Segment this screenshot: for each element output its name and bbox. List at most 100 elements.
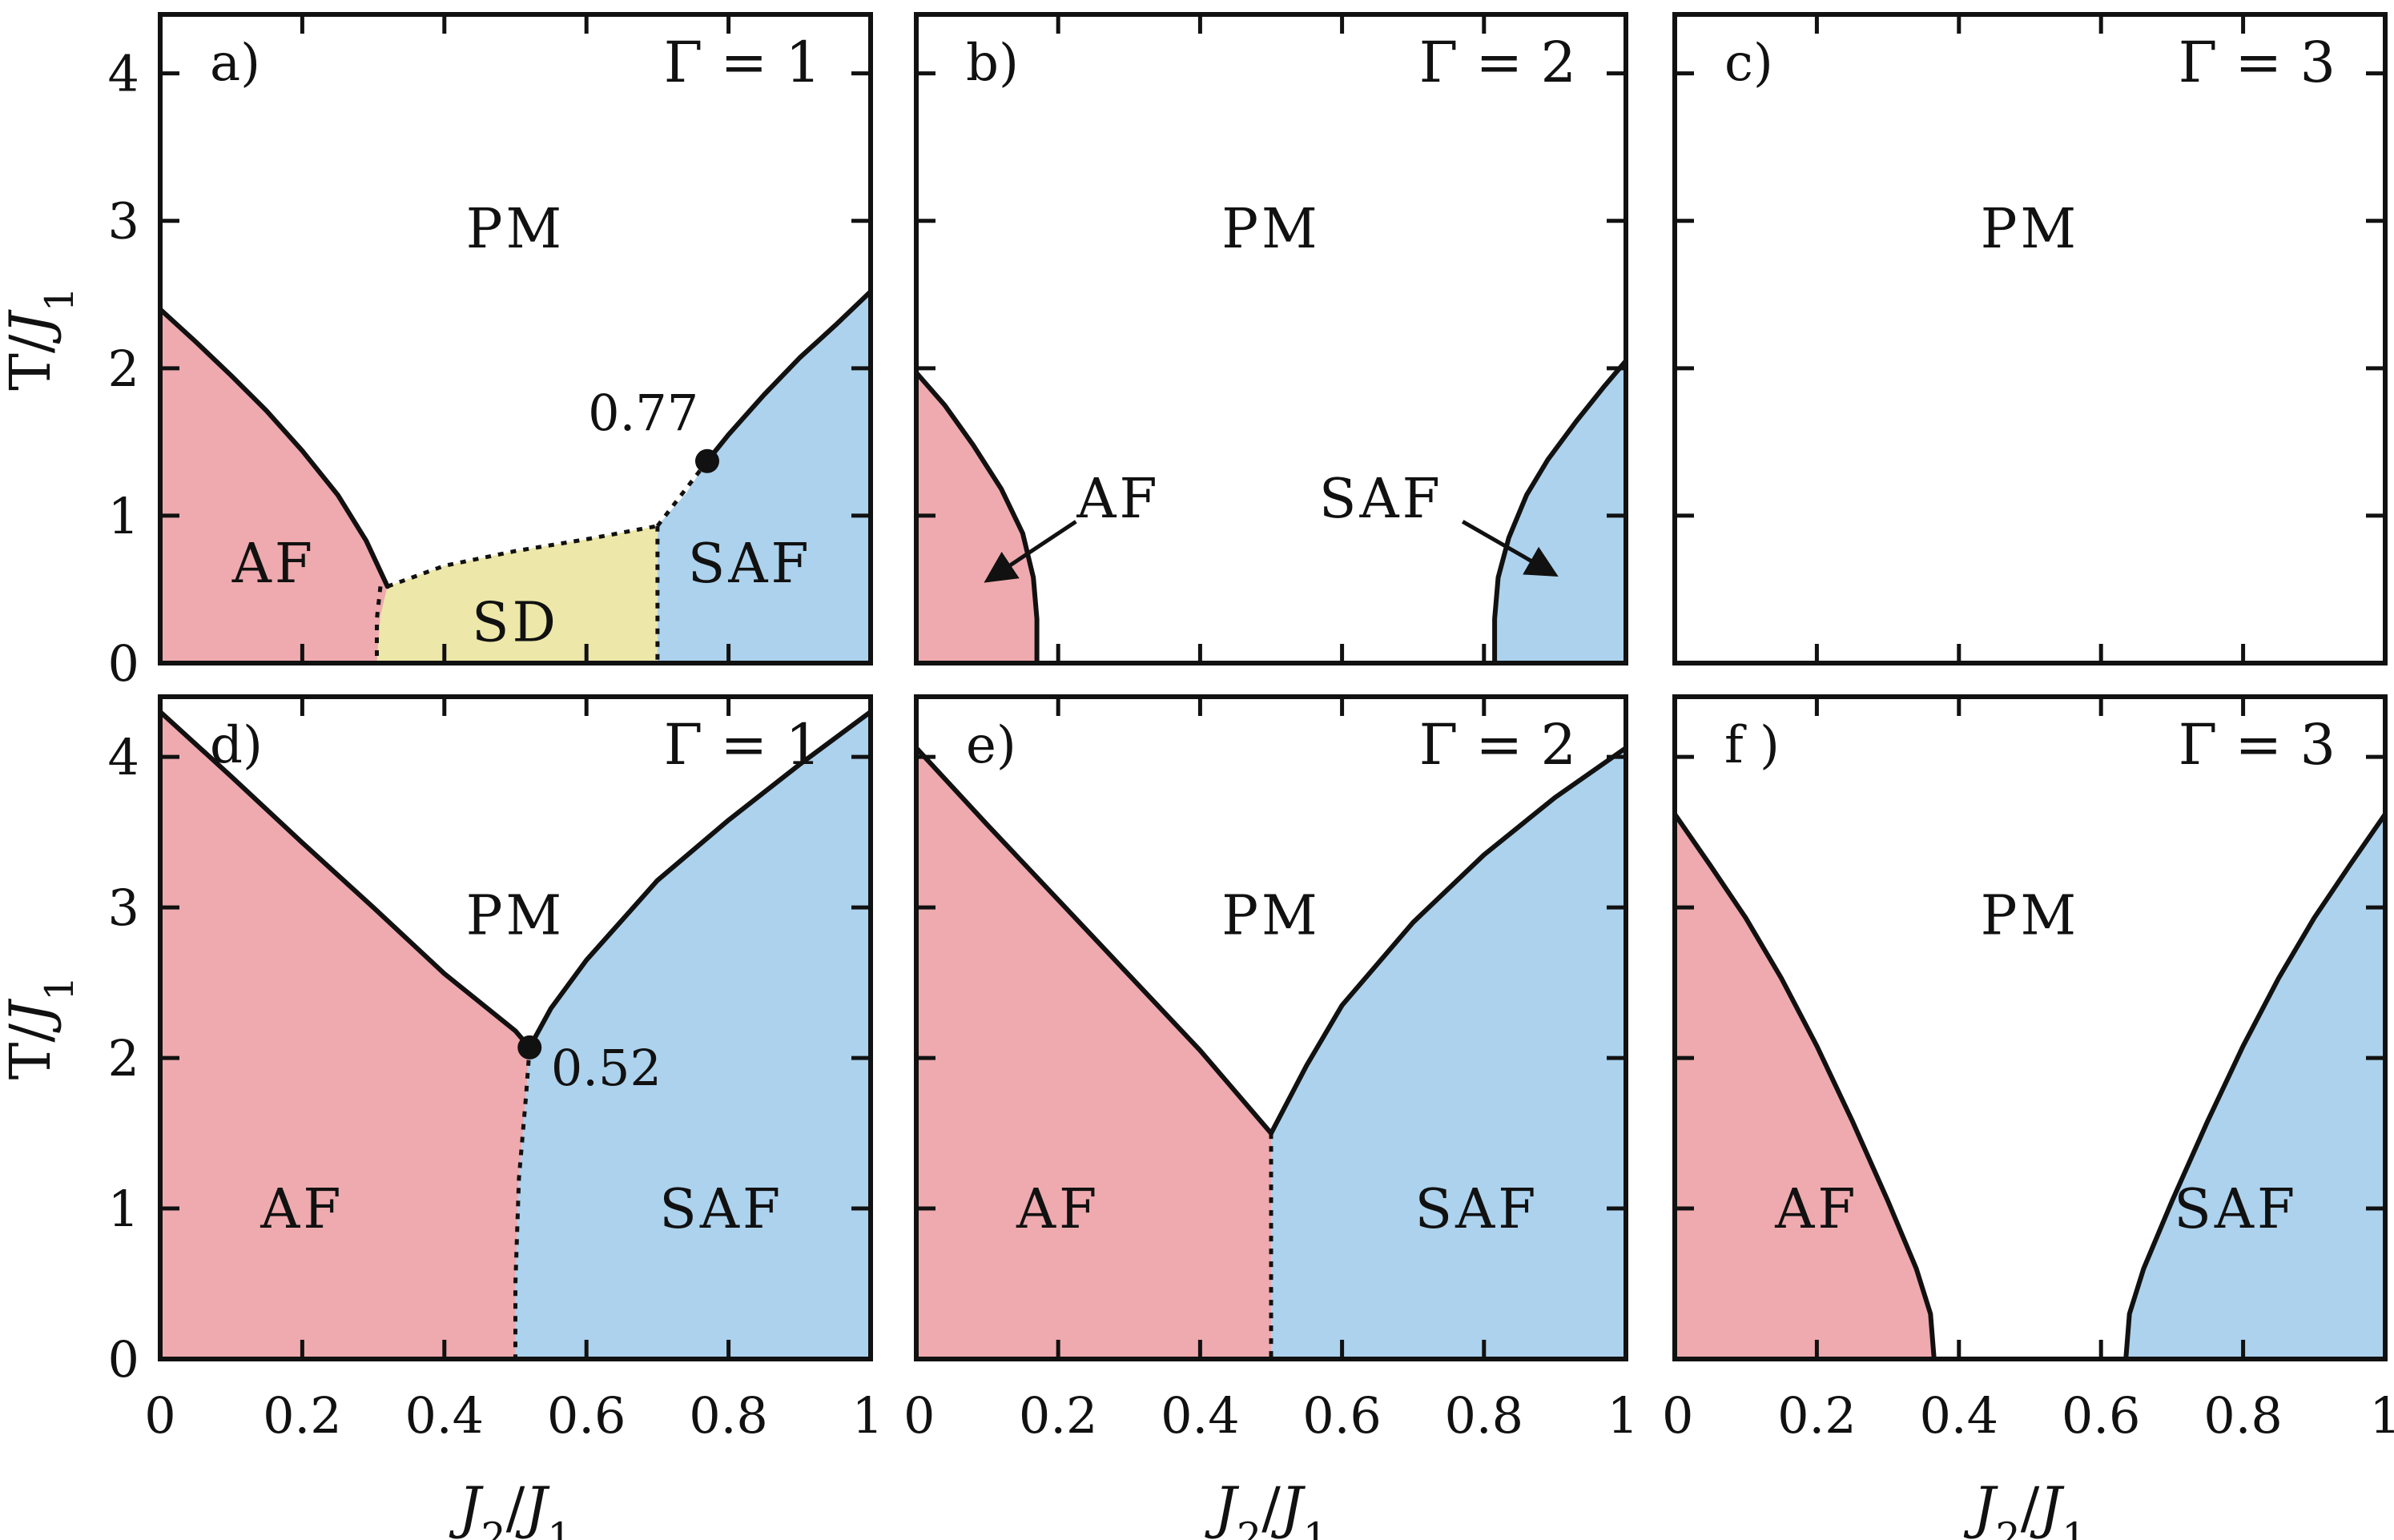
x-axis-title: J2/J1: [1205, 1475, 1328, 1540]
gamma-label: Γ = 1: [664, 30, 821, 95]
x-tick-label: 1: [852, 1386, 883, 1445]
panel-label: f ): [1724, 716, 1780, 775]
x-tick-label: 0.6: [1302, 1386, 1382, 1445]
x-tick-label: 0.6: [547, 1386, 626, 1445]
x-tick-label: 0.2: [1777, 1386, 1857, 1445]
y-tick-label: 0: [108, 1330, 139, 1389]
phase-boundary-line: [1492, 358, 1628, 665]
x-tick-label: 0.4: [404, 1386, 484, 1445]
phase-region-fill: [1495, 360, 1626, 663]
phase-boundary-line: [1672, 811, 1937, 1361]
x-tick-label: 0.4: [1161, 1386, 1240, 1445]
y-axis-title: T/J1: [0, 976, 82, 1080]
annotation-arrow: [1461, 520, 1559, 577]
gamma-label: Γ = 3: [2179, 712, 2336, 778]
x-tick-label: 0.8: [1444, 1386, 1523, 1445]
phase-region-fill: [2126, 814, 2385, 1359]
plot-frame: [914, 694, 1628, 1361]
phase-region-fill: [515, 711, 871, 1359]
x-tick-label: 0: [903, 1386, 935, 1445]
plot-frame: [914, 12, 1628, 665]
panel-c: c) Γ = 3 PM: [1672, 12, 2388, 665]
gamma-label: Γ = 2: [1419, 30, 1576, 95]
y-axis-title: T/J1: [0, 287, 82, 391]
x-axis-title: J2/J1: [1963, 1475, 2086, 1540]
y-tick-label: 2: [108, 340, 139, 398]
region-label: PM: [466, 198, 565, 261]
region-label: SAF: [1415, 1178, 1539, 1241]
x-tick-label: 0.4: [1919, 1386, 1998, 1445]
panel-label: c): [1724, 34, 1773, 93]
plot-frame: [158, 12, 873, 665]
y-tick-label: 4: [108, 728, 139, 786]
plot-frame: [158, 694, 873, 1361]
x-tick-label: 1: [2369, 1386, 2394, 1445]
panel-a: 0 1 2 3 4T/J1 a) Γ = 1 PM AF SD SAF 0.77: [0, 12, 873, 693]
phase-boundary-dotted: [386, 524, 658, 589]
region-label: SAF: [2174, 1178, 2298, 1241]
x-tick-label: 0.2: [1019, 1386, 1098, 1445]
phase-region-fill: [160, 711, 530, 1359]
y-tick-label: 4: [108, 45, 139, 103]
panel-label: b): [966, 34, 1019, 93]
critical-point: [694, 448, 719, 473]
y-tick-label: 0: [108, 634, 139, 693]
region-label: AF: [1774, 1178, 1858, 1241]
panel-label: e): [966, 716, 1016, 775]
critical-point-label: 0.52: [551, 1039, 662, 1097]
region-label: PM: [1221, 885, 1320, 948]
phase-region-fill: [160, 309, 388, 663]
critical-point: [517, 1035, 542, 1060]
phase-region-fill: [1271, 747, 1626, 1359]
phase-boundary-line: [158, 307, 390, 589]
region-label: AF: [1016, 1178, 1100, 1241]
x-tick-label: 0.8: [2203, 1386, 2283, 1445]
x-tick-label: 0.2: [263, 1386, 342, 1445]
region-label: AF: [231, 533, 316, 596]
phase-region-fill: [916, 372, 1037, 663]
region-label: SD: [472, 591, 559, 654]
phase-region-fill: [657, 292, 871, 663]
x-tick-label: 1: [1607, 1386, 1639, 1445]
y-tick-label: 3: [108, 192, 139, 251]
x-tick-label: 0: [144, 1386, 175, 1445]
phase-boundary-line: [914, 370, 1040, 665]
region-label: AF: [1076, 468, 1160, 531]
region-label: PM: [466, 885, 565, 948]
phase-region-fill: [916, 747, 1271, 1359]
x-tick-label: 0.8: [689, 1386, 768, 1445]
plot-frame: [1672, 12, 2388, 665]
phase-boundary-line: [2123, 811, 2388, 1361]
region-label: SAF: [1319, 468, 1443, 531]
panel-label: d): [210, 716, 263, 775]
x-tick-label: 0: [1662, 1386, 1693, 1445]
phase-boundary-dotted: [655, 460, 709, 528]
y-tick-label: 3: [108, 879, 139, 937]
x-axis-title: J2/J1: [449, 1475, 572, 1540]
plot-frame: [1672, 694, 2388, 1361]
region-label: SAF: [659, 1178, 783, 1241]
y-tick-label: 1: [108, 1180, 139, 1238]
y-tick-label: 1: [108, 487, 139, 545]
y-tick-label: 2: [108, 1029, 139, 1088]
gamma-label: Γ = 3: [2179, 30, 2336, 95]
phase-boundary-line: [527, 709, 873, 1050]
region-label: PM: [1981, 885, 2079, 948]
region-label: PM: [1981, 198, 2079, 261]
annotation-arrow: [984, 520, 1077, 583]
phase-boundary-line: [1269, 745, 1628, 1136]
phase-region-fill: [376, 525, 658, 663]
phase-boundary-line: [158, 709, 533, 1050]
phase-boundary-line: [914, 745, 1273, 1136]
region-label: AF: [260, 1178, 344, 1241]
region-label: SAF: [688, 533, 812, 596]
gamma-label: Γ = 2: [1419, 712, 1576, 778]
gamma-label: Γ = 1: [664, 712, 821, 778]
panel-label: a): [210, 34, 260, 93]
critical-point-label: 0.77: [588, 384, 698, 442]
phase-region-fill: [1675, 814, 1934, 1359]
